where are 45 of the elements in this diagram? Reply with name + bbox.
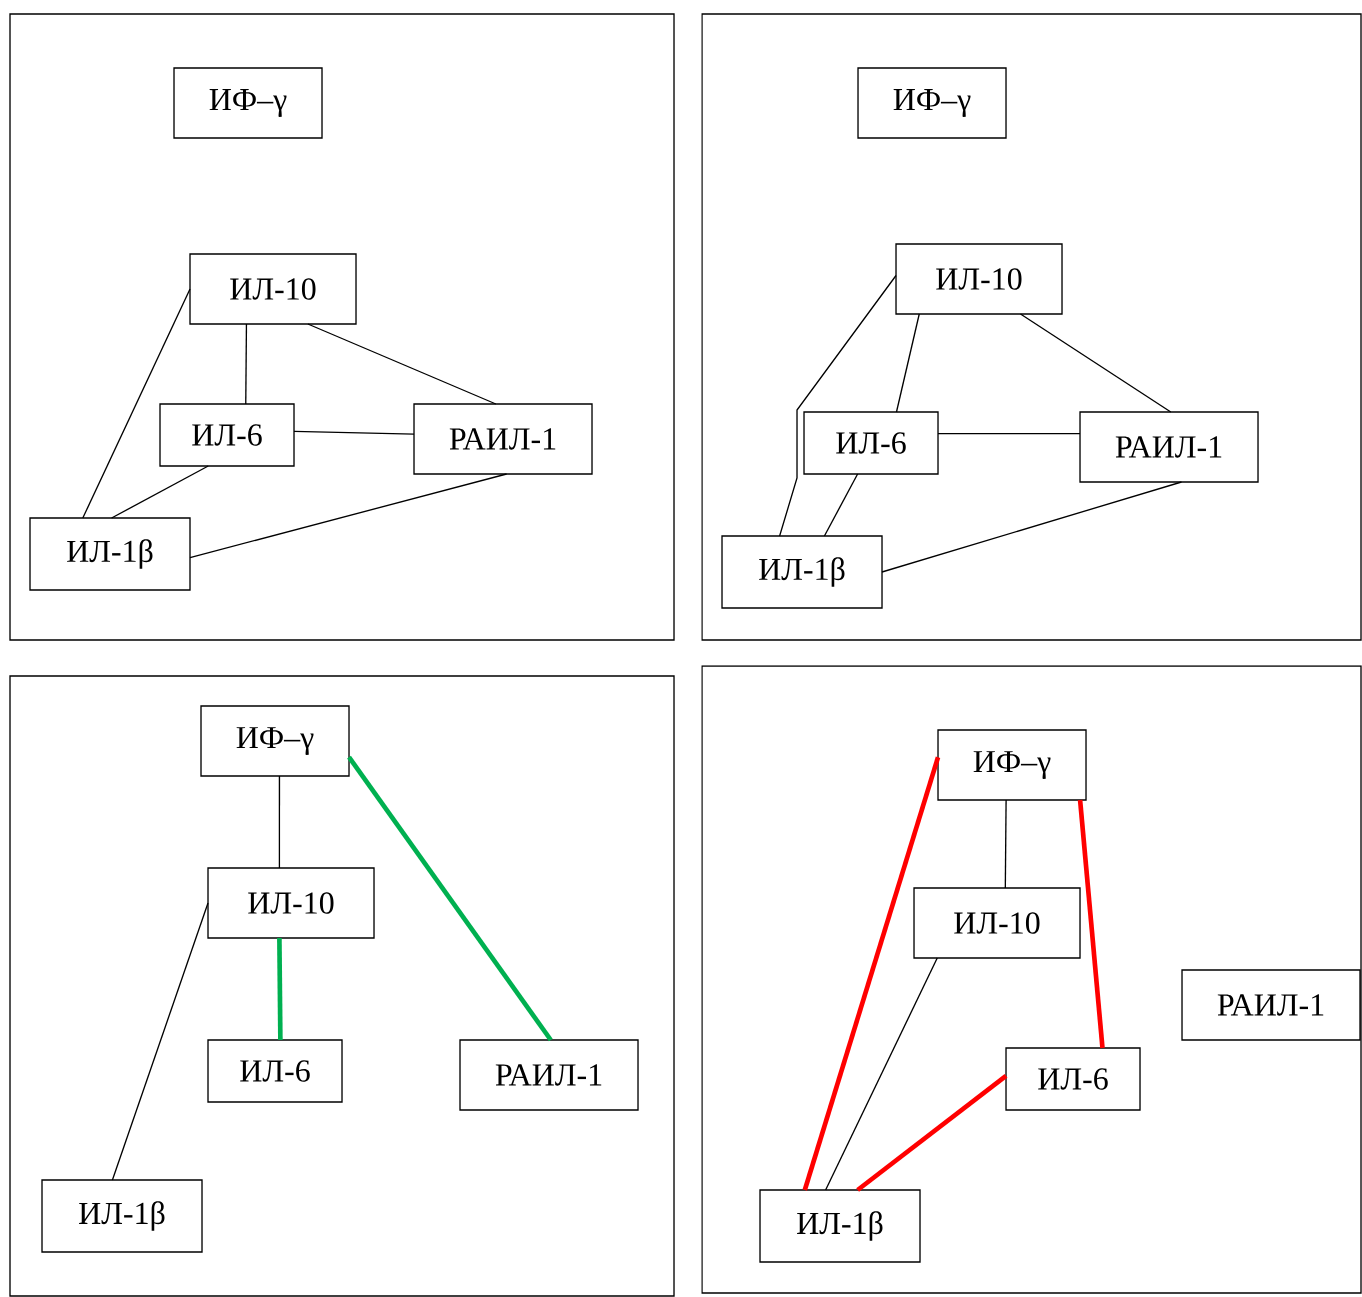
node-box: ИФ–γ xyxy=(200,705,350,777)
connector-line xyxy=(278,775,281,869)
connector-line xyxy=(1077,799,1105,1049)
panel-frame xyxy=(9,13,675,641)
node-box: ИЛ-6 xyxy=(1005,1047,1141,1111)
connector-line xyxy=(802,756,941,1191)
node-box: ИЛ-1β xyxy=(29,517,191,591)
connector-line xyxy=(778,274,897,537)
node-box: РАИЛ-1 xyxy=(1079,411,1259,483)
node-box: ИЛ-6 xyxy=(803,411,939,475)
connector-line xyxy=(82,288,191,519)
connector-line xyxy=(307,323,497,405)
node-box: ИЛ-1β xyxy=(41,1179,203,1253)
connector-line xyxy=(277,938,283,1041)
connector-line xyxy=(1019,313,1172,413)
node-box: РАИЛ-1 xyxy=(459,1039,639,1111)
connector-line xyxy=(824,957,938,1191)
panel-frame xyxy=(9,675,675,1297)
node-box: ИФ–γ xyxy=(857,67,1007,139)
node-box: ИФ–γ xyxy=(173,67,323,139)
connector-line xyxy=(110,465,209,519)
connector-line xyxy=(881,481,1183,573)
connector-line xyxy=(347,755,553,1042)
node-box: ИЛ-1β xyxy=(759,1189,921,1263)
connector-line xyxy=(245,323,248,405)
connector-line xyxy=(189,473,508,559)
node-box: ИЛ-6 xyxy=(159,403,295,467)
panel-frame xyxy=(701,13,1362,641)
panel-frame xyxy=(701,665,1362,1294)
connector-line xyxy=(823,473,859,537)
node-box: ИЛ-10 xyxy=(207,867,375,939)
connector-line xyxy=(856,1074,1008,1192)
connector-line xyxy=(111,902,209,1181)
node-box: РАИЛ-1 xyxy=(413,403,593,475)
node-box: ИЛ-10 xyxy=(895,243,1063,315)
connector-line xyxy=(895,313,920,413)
node-box: ИЛ-10 xyxy=(189,253,357,325)
node-box: ИЛ-10 xyxy=(913,887,1081,959)
connector-line xyxy=(937,433,1081,435)
node-box: ИФ–γ xyxy=(937,729,1087,801)
connector-line xyxy=(293,430,415,435)
node-box: РАИЛ-1 xyxy=(1181,969,1361,1041)
connector-line xyxy=(1004,799,1007,889)
node-box: ИЛ-1β xyxy=(721,535,883,609)
node-box: ИЛ-6 xyxy=(207,1039,343,1103)
